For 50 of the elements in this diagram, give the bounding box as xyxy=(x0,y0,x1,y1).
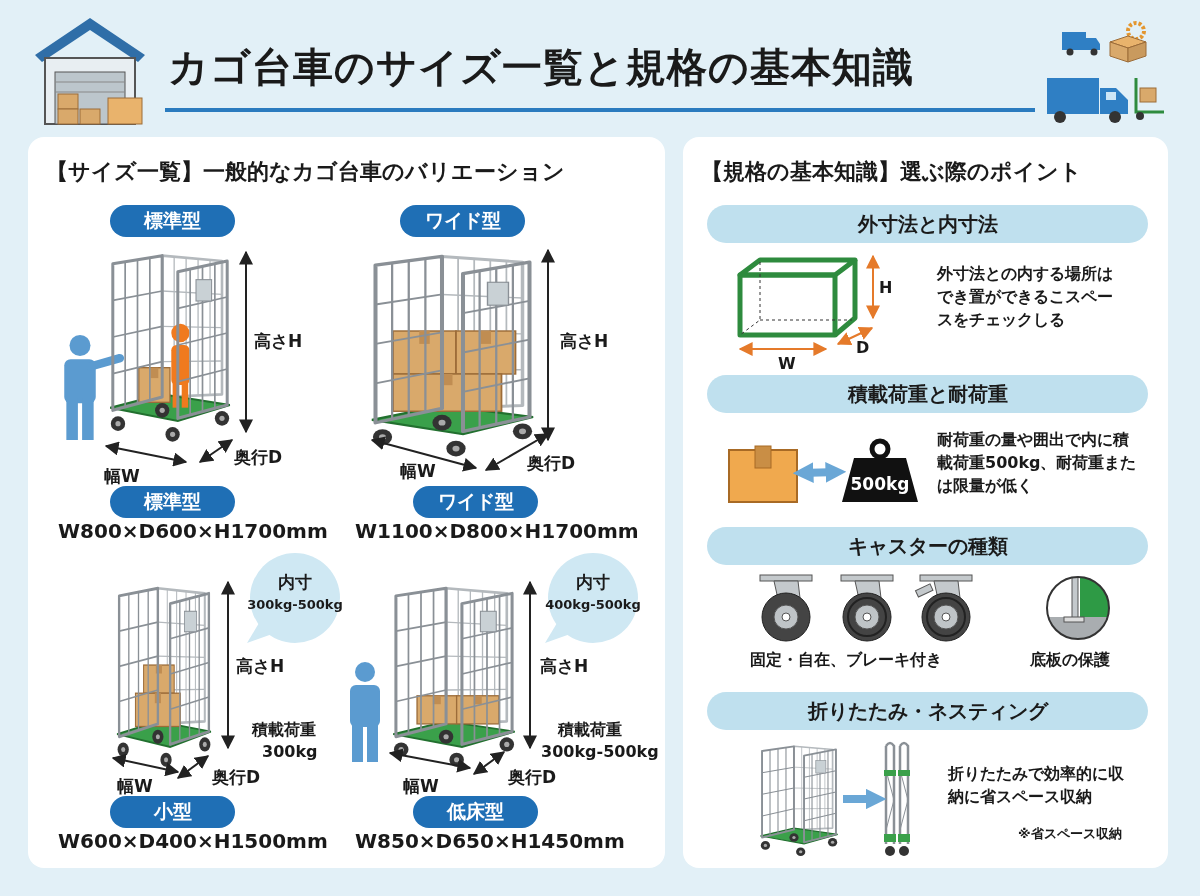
type-badge: 標準型 xyxy=(110,486,235,518)
type-badge: ワイド型 xyxy=(413,486,538,518)
caption: 固定・自在、ブレーキ付き xyxy=(750,650,942,671)
panel-heading: 【サイズ一覧】一般的なカゴ台車のバリエーション xyxy=(46,158,565,186)
load-label: 積載荷重 xyxy=(558,720,622,741)
load-label: 積載荷重 xyxy=(252,720,316,741)
dimension-label: 幅W xyxy=(104,465,140,488)
type-badge: ワイド型 xyxy=(400,205,525,237)
note: ※省スペース収納 xyxy=(1018,826,1122,843)
dimension-label: 奥行D xyxy=(508,766,557,789)
description-text: 折りたたみで効率的に収納に省スペース収納 xyxy=(948,763,1125,809)
type-badge: 低床型 xyxy=(413,796,538,828)
bubble-heading: 内寸 xyxy=(575,571,611,594)
dimension-label: 高さH xyxy=(236,655,285,678)
size-spec: W800×D600×H1700mm xyxy=(58,518,328,544)
load-label: 300kg-500kg xyxy=(541,742,659,763)
size-spec: W600×D400×H1500mm xyxy=(58,828,328,854)
dimension-label: 奥行D xyxy=(234,446,283,469)
dimension-label: D xyxy=(856,338,870,359)
page-title: カゴ台車のサイズ一覧と規格の基本知識 xyxy=(168,43,914,92)
type-badge: 標準型 xyxy=(110,205,235,237)
dimension-label: W xyxy=(778,354,796,375)
arrow xyxy=(792,462,847,484)
size-spec: W1100×D800×H1700mm xyxy=(355,518,639,544)
dimension-label: 高さH xyxy=(540,655,589,678)
size-spec: W850×D650×H1450mm xyxy=(355,828,625,854)
bubble-text: 400kg-500kg xyxy=(544,597,642,612)
dimension-label: 奥行D xyxy=(527,452,576,475)
panel-heading: 【規格の基本知識】選ぶ際のポイント xyxy=(701,158,1082,186)
dimension-label: 幅W xyxy=(403,775,439,798)
bubble-heading: 内寸 xyxy=(277,571,313,594)
dimension-label: 幅W xyxy=(117,775,153,798)
dimension-label: 奥行D xyxy=(212,766,261,789)
description-text: 外寸法との内する場所はでき置ができるこスペースをチェックしる xyxy=(937,263,1114,332)
section-band: 折りたたみ・ネスティング xyxy=(707,692,1148,730)
dimension-label: 高さH xyxy=(254,330,303,353)
box-icon xyxy=(727,444,799,504)
bubble-text: 300kg-500kg xyxy=(246,597,344,612)
section-band: キャスターの種類 xyxy=(707,527,1148,565)
type-badge: 小型 xyxy=(110,796,235,828)
description-text: 耐荷重の量や囲出で内に積載荷重500kg、耐荷重または限量が低く xyxy=(937,429,1137,498)
dimension-label: 高さH xyxy=(560,330,609,353)
dimension-label: 幅W xyxy=(400,460,436,483)
weight-label: 500kg xyxy=(849,474,911,494)
panel xyxy=(683,137,1168,868)
load-label: 300kg xyxy=(262,742,318,763)
section-band: 積載荷重と耐荷重 xyxy=(707,375,1148,413)
section-band: 外寸法と内寸法 xyxy=(707,205,1148,243)
dimension-label: H xyxy=(879,278,893,299)
caption: 底板の保護 xyxy=(1030,650,1110,671)
